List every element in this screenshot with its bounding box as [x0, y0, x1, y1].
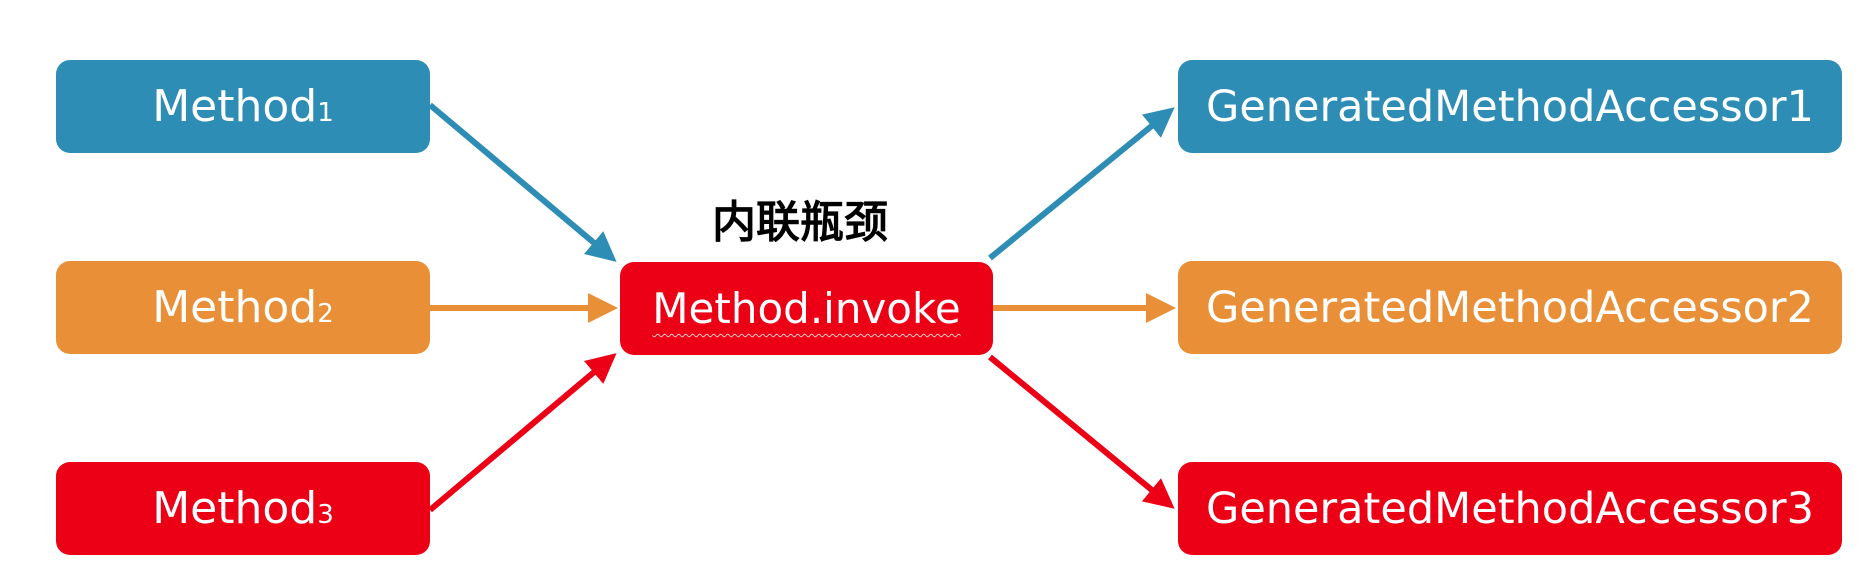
method-3-subscript: 3: [317, 499, 334, 530]
accessor-2-label: GeneratedMethodAccessor2: [1206, 282, 1814, 333]
arrow-invoke-to-accessor1: [988, 107, 1175, 261]
bottleneck-label: 内联瓶颈: [712, 197, 888, 248]
accessor-1-label: GeneratedMethodAccessor1: [1206, 81, 1814, 132]
method-invoke-label: Method.invoke: [652, 284, 961, 333]
accessor-1-node: GeneratedMethodAccessor1: [1178, 60, 1842, 153]
accessor-3-label: GeneratedMethodAccessor3: [1206, 483, 1814, 534]
method-2-label: Method: [152, 282, 318, 333]
method-3-label: Method: [152, 483, 318, 534]
arrow-method3-to-invoke: [428, 353, 617, 513]
arrow-method1-to-invoke: [428, 102, 617, 262]
arrow-invoke-to-accessor3: [988, 354, 1175, 509]
method-1-subscript: 1: [317, 97, 334, 128]
accessor-3-node: GeneratedMethodAccessor3: [1178, 462, 1842, 555]
accessor-2-node: GeneratedMethodAccessor2: [1178, 261, 1842, 354]
method-2-subscript: 2: [317, 298, 334, 329]
method-invoke-node: Method.invoke: [620, 262, 993, 355]
method-1-label: Method: [152, 81, 318, 132]
